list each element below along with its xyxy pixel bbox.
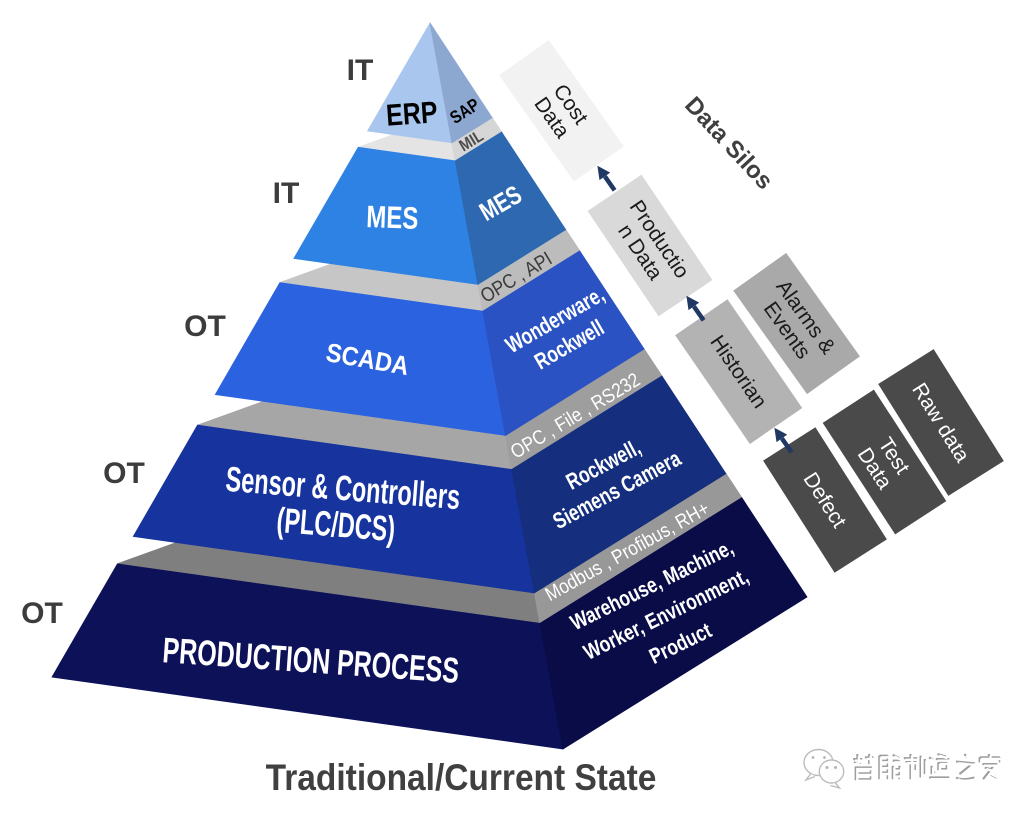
svg-text:Traditional/Current State: Traditional/Current State bbox=[266, 756, 657, 798]
svg-text:OT: OT bbox=[21, 597, 63, 630]
svg-text:IT: IT bbox=[273, 177, 300, 210]
svg-text:IT: IT bbox=[347, 54, 374, 87]
svg-text:OT: OT bbox=[103, 457, 145, 490]
svg-text:OT: OT bbox=[184, 310, 226, 343]
svg-text:ERP: ERP bbox=[385, 95, 439, 132]
svg-text:MES: MES bbox=[366, 199, 419, 236]
svg-text:(PLC/DCS): (PLC/DCS) bbox=[275, 501, 396, 549]
